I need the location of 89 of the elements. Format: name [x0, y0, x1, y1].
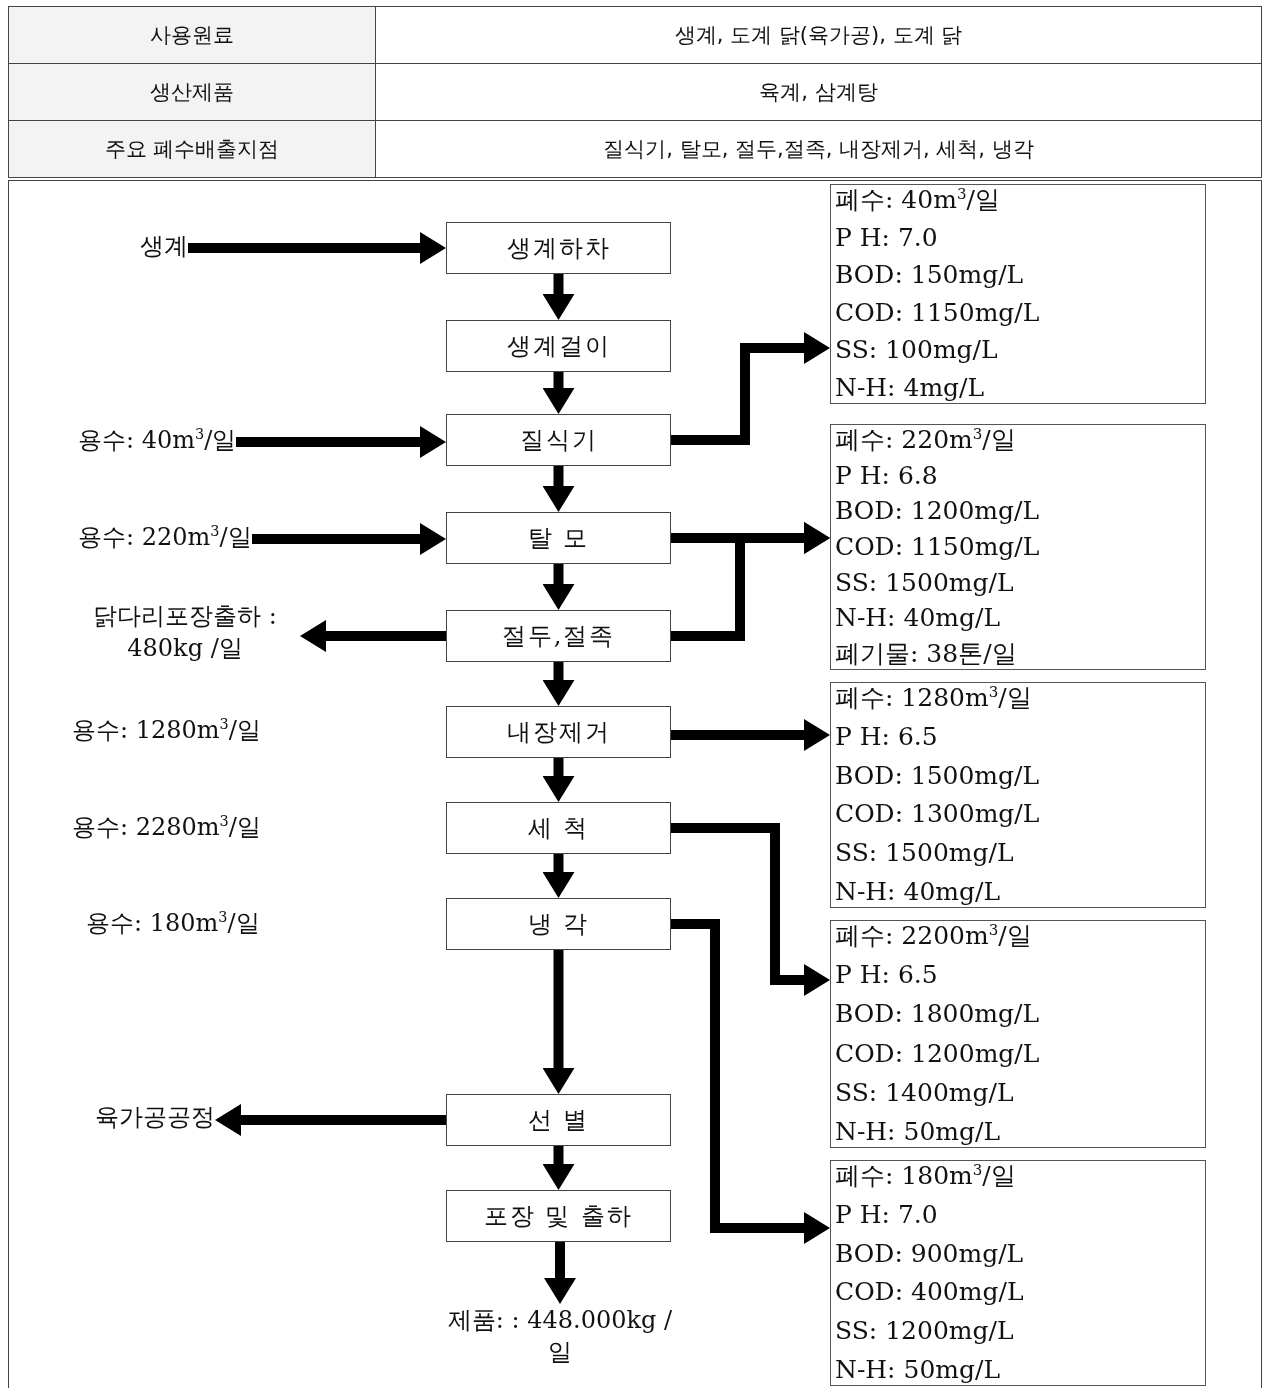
process-label: 세 척: [527, 813, 590, 844]
arrow: [542, 274, 575, 320]
data-line: 폐수: 220m$^{3}$/일: [835, 425, 1017, 455]
process-box: [446, 414, 671, 466]
process-label: 생계하차: [506, 233, 611, 264]
arrow: [542, 372, 575, 414]
flow-text: 제품: : 448.000kg /일: [440, 1304, 680, 1372]
data-line: SS: 1500mg/L: [835, 838, 1015, 869]
data-line: P H: 6.5: [835, 721, 939, 752]
data-line: BOD: 1500mg/L: [835, 760, 1041, 791]
process-box: [446, 610, 671, 662]
table-header-cell: 주요 폐수배출지점: [8, 120, 376, 178]
process-box: [446, 320, 671, 372]
data-line: BOD: 900mg/L: [835, 1238, 1025, 1269]
arrow: [542, 466, 575, 512]
process-label: 냉 각: [527, 909, 590, 940]
process-box: [446, 1190, 671, 1242]
process-label: 절두,절족: [501, 621, 616, 652]
data-line: COD: 1150mg/L: [835, 297, 1041, 328]
wastewater-data-box: [830, 920, 1206, 1148]
table-header-cell: 사용원료: [8, 6, 376, 64]
data-line: 폐수: 2200m$^{3}$/일: [835, 921, 1033, 951]
process-label: 포장 및 출하: [483, 1201, 634, 1232]
arrow: [542, 854, 575, 898]
data-line: N-H: 40mg/L: [835, 877, 1002, 907]
water-input-label: 용수: 1280m$^{3}$/일: [72, 715, 261, 746]
process-label: 내장제거: [506, 717, 611, 748]
data-line: SS: 1200mg/L: [835, 1316, 1015, 1347]
process-box: [446, 706, 671, 758]
data-line: N-H: 50mg/L: [835, 1355, 1002, 1385]
data-line: N-H: 4mg/L: [835, 372, 986, 403]
data-line: COD: 400mg/L: [835, 1277, 1025, 1308]
flow-text: 생계: [140, 230, 188, 266]
arrow: [300, 620, 446, 652]
data-line: SS: 100mg/L: [835, 335, 999, 366]
arrow: [215, 1104, 446, 1136]
data-line: P H: 7.0: [835, 1199, 939, 1230]
wastewater-data-box: [830, 424, 1206, 670]
process-box: [446, 222, 671, 274]
process-box: [446, 898, 671, 950]
data-line: COD: 1200mg/L: [835, 1038, 1041, 1069]
process-box: [446, 802, 671, 854]
arrow: [542, 564, 575, 610]
wastewater-data-box: [830, 1160, 1206, 1386]
data-line: COD: 1150mg/L: [835, 531, 1041, 562]
arrow: [671, 522, 830, 641]
arrow: [542, 1146, 575, 1190]
water-input-label: 용수: 2280m$^{3}$/일: [72, 812, 261, 843]
data-line: BOD: 1800mg/L: [835, 999, 1041, 1030]
data-line: COD: 1300mg/L: [835, 799, 1041, 830]
data-line: BOD: 1200mg/L: [835, 496, 1041, 527]
arrow: [188, 232, 446, 264]
data-line: P H: 6.8: [835, 460, 939, 491]
flow-text: 용수: 40m$^{3}$/일: [78, 424, 237, 460]
flow-text: 육가공공정: [95, 1101, 215, 1137]
wastewater-data-box: [830, 184, 1206, 404]
arrow: [542, 662, 575, 706]
arrow: [542, 950, 575, 1094]
data-line: P H: 7.0: [835, 222, 939, 253]
arrow: [236, 426, 446, 458]
arrow: [542, 758, 575, 802]
table-cell: 질식기, 탈모, 절두,절족, 내장제거, 세척, 냉각: [375, 120, 1262, 178]
data-line: 폐수: 180m$^{3}$/일: [835, 1161, 1017, 1191]
wastewater-data-box: [830, 682, 1206, 908]
data-line: SS: 1400mg/L: [835, 1077, 1015, 1108]
process-box: [446, 512, 671, 564]
process-label: 선 별: [527, 1105, 590, 1136]
process-label: 탈 모: [527, 523, 590, 554]
arrow: [671, 823, 830, 996]
flow-text: 용수: 220m$^{3}$/일: [78, 521, 252, 557]
arrow: [671, 332, 830, 445]
arrow: [544, 1242, 576, 1304]
process-label: 생계걸이: [506, 331, 611, 362]
data-line: 폐수: 40m$^{3}$/일: [835, 185, 1001, 215]
flow-text: 닭다리포장출하 : 480kg /일: [70, 600, 300, 668]
data-line: N-H: 50mg/L: [835, 1116, 1002, 1147]
process-box: [446, 1094, 671, 1146]
water-input-label: 용수: 180m$^{3}$/일: [86, 908, 260, 939]
data-line: N-H: 40mg/L: [835, 603, 1002, 634]
data-line: P H: 6.5: [835, 960, 939, 991]
data-line: 폐수: 1280m$^{3}$/일: [835, 683, 1033, 713]
table-cell: 생계, 도계 닭(육가공), 도계 닭: [375, 6, 1262, 64]
table-header-cell: 생산제품: [8, 63, 376, 121]
data-line: 폐기물: 38톤/일: [835, 638, 1018, 669]
process-label: 질식기: [519, 425, 598, 456]
arrow: [252, 523, 446, 555]
data-line: BOD: 150mg/L: [835, 260, 1025, 291]
data-line: SS: 1500mg/L: [835, 567, 1015, 598]
arrow: [671, 719, 830, 751]
